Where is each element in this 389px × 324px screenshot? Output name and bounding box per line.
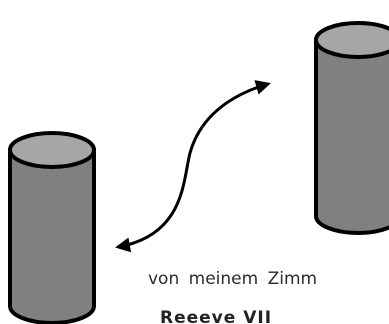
left-cylinder	[8, 131, 96, 324]
caption-text: von meinem Zimm	[148, 269, 318, 289]
bidirectional-arrow	[115, 80, 271, 253]
right-cylinder	[314, 21, 389, 235]
bold-label-text: Reeeve VII	[160, 308, 273, 324]
